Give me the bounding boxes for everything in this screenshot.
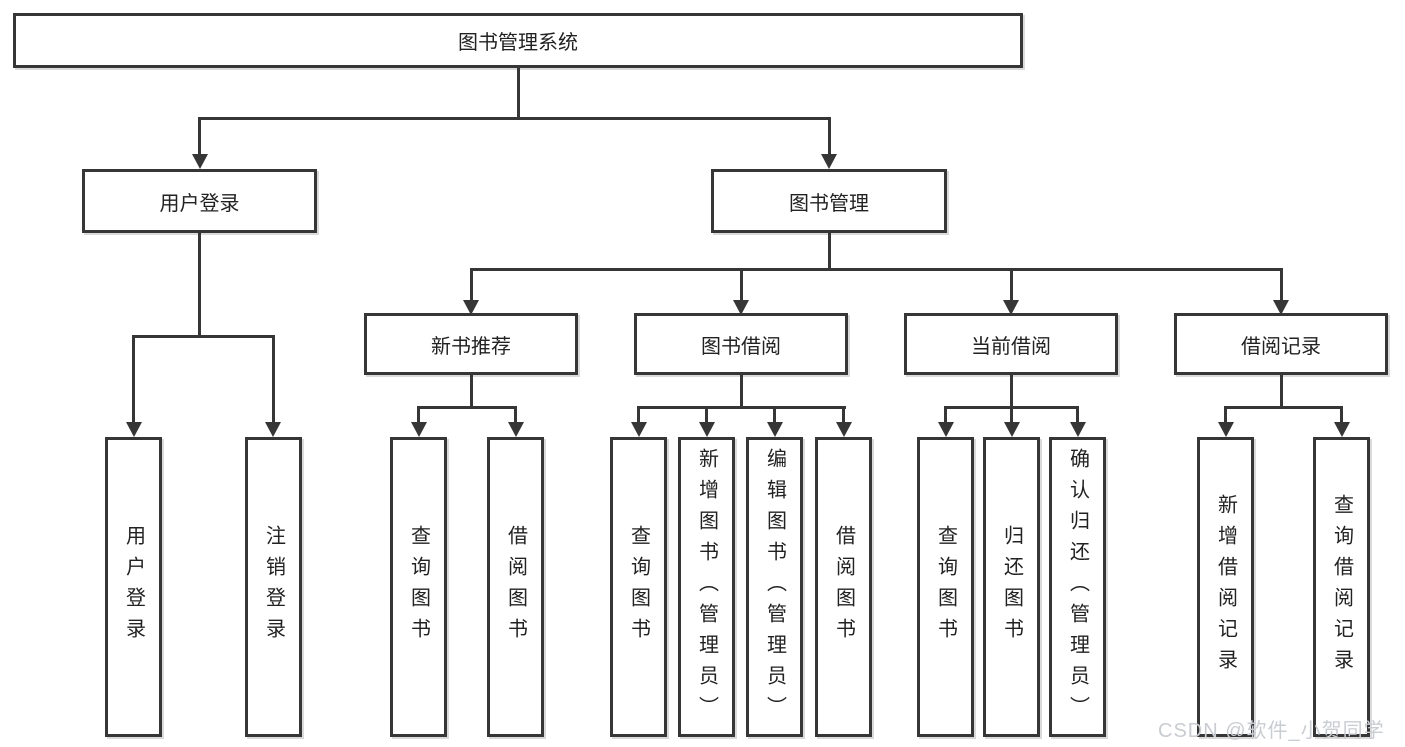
connector-borrow-records-down [1280, 373, 1283, 409]
arrowhead-book-borrowing [733, 300, 749, 315]
arrowhead-user-login [192, 154, 208, 169]
arrowhead-leaf-logout [265, 422, 281, 437]
arrowhead-bb-leaf3 [767, 422, 783, 437]
arrowhead-bb-leaf1 [631, 422, 647, 437]
connector-to-user-login [198, 117, 201, 156]
node-user-login: 用户登录 [82, 169, 317, 233]
node-new-book-recommendation: 新书推荐 [364, 313, 578, 375]
leaf-bb-query-books-label: 查询图书 [627, 525, 650, 649]
arrowhead-br-leaf2 [1334, 422, 1350, 437]
connector-bb-leaf2 [705, 406, 708, 424]
leaf-nb-borrow-books: 借阅图书 [487, 437, 544, 737]
leaf-br-query-record: 查询借阅记录 [1313, 437, 1370, 737]
connector-bb-leaf4 [842, 406, 845, 424]
csdn-watermark: CSDN @软件_小贺同学 [1158, 720, 1385, 742]
connector-borrow-records-horizontal [1224, 406, 1343, 409]
leaf-bb-edit-book-admin-label: 编辑图书（管理员） [763, 447, 786, 727]
arrowhead-cb-leaf3 [1070, 422, 1086, 437]
leaf-logout-label: 注销登录 [262, 525, 285, 649]
leaf-user-login: 用户登录 [105, 437, 162, 737]
leaf-bb-add-book-admin: 新增图书（管理员） [678, 437, 735, 737]
leaf-cb-confirm-return-admin: 确认归还（管理员） [1049, 437, 1106, 737]
leaf-bb-edit-book-admin: 编辑图书（管理员） [746, 437, 803, 737]
connector-cb-leaf3 [1076, 406, 1079, 424]
arrowhead-book-management [821, 154, 837, 169]
connector-level2-horizontal [198, 117, 831, 120]
node-book-borrowing: 图书借阅 [634, 313, 848, 375]
leaf-cb-return-books: 归还图书 [983, 437, 1040, 737]
arrowhead-nb-leaf1 [411, 422, 427, 437]
connector-book-borrowing-horizontal [637, 406, 846, 409]
connector-user-login-horizontal [132, 335, 275, 338]
leaf-cb-confirm-return-admin-label: 确认归还（管理员） [1066, 447, 1089, 727]
leaf-user-login-label: 用户登录 [122, 525, 145, 649]
connector-current-borrowing-down [1010, 373, 1013, 409]
connector-to-current-borrowing [1010, 268, 1013, 302]
leaf-bb-query-books: 查询图书 [610, 437, 667, 737]
connector-cb-leaf2 [1010, 406, 1013, 424]
connector-nb-leaf1 [417, 406, 420, 424]
arrowhead-leaf-login [126, 422, 142, 437]
node-borrowing-records: 借阅记录 [1174, 313, 1388, 375]
connector-level3-horizontal [470, 268, 1283, 271]
connector-br-leaf2 [1340, 406, 1343, 424]
connector-new-books-down [470, 373, 473, 409]
connector-to-leaf-login [132, 335, 135, 424]
connector-new-books-horizontal [417, 406, 517, 409]
leaf-logout: 注销登录 [245, 437, 302, 737]
connector-nb-leaf2 [514, 406, 517, 424]
leaf-nb-query-books-label: 查询图书 [407, 525, 430, 649]
leaf-br-add-record: 新增借阅记录 [1197, 437, 1254, 737]
connector-to-book-borrowing [740, 268, 743, 302]
connector-root-down [517, 66, 520, 119]
connector-to-new-books [470, 268, 473, 302]
connector-bb-leaf3 [773, 406, 776, 424]
leaf-cb-return-books-label: 归还图书 [1000, 525, 1023, 649]
arrowhead-bb-leaf2 [699, 422, 715, 437]
arrowhead-borrow-records [1273, 300, 1289, 315]
connector-br-leaf1 [1224, 406, 1227, 424]
arrowhead-cb-leaf1 [938, 422, 954, 437]
connector-cb-leaf1 [944, 406, 947, 424]
leaf-bb-borrow-books-label: 借阅图书 [832, 525, 855, 649]
node-book-management: 图书管理 [711, 169, 947, 233]
leaf-br-add-record-label: 新增借阅记录 [1214, 494, 1237, 680]
leaf-nb-query-books: 查询图书 [390, 437, 447, 737]
connector-to-book-management [828, 117, 831, 156]
leaf-bb-add-book-admin-label: 新增图书（管理员） [695, 447, 718, 727]
connector-to-borrow-records [1280, 268, 1283, 302]
arrowhead-cb-leaf2 [1004, 422, 1020, 437]
arrowhead-current-borrowing [1003, 300, 1019, 315]
arrowhead-new-books [463, 300, 479, 315]
connector-to-leaf-logout [272, 335, 275, 424]
leaf-br-query-record-label: 查询借阅记录 [1330, 494, 1353, 680]
arrowhead-bb-leaf4 [836, 422, 852, 437]
leaf-cb-query-books: 查询图书 [917, 437, 974, 737]
node-current-borrowing: 当前借阅 [904, 313, 1118, 375]
connector-user-login-down [198, 231, 201, 338]
connector-book-mgmt-down [828, 231, 831, 271]
arrowhead-br-leaf1 [1218, 422, 1234, 437]
connector-bb-leaf1 [637, 406, 640, 424]
leaf-cb-query-books-label: 查询图书 [934, 525, 957, 649]
connector-book-borrowing-down [740, 373, 743, 409]
arrowhead-nb-leaf2 [508, 422, 524, 437]
leaf-nb-borrow-books-label: 借阅图书 [504, 525, 527, 649]
leaf-bb-borrow-books: 借阅图书 [815, 437, 872, 737]
node-root: 图书管理系统 [13, 13, 1023, 68]
